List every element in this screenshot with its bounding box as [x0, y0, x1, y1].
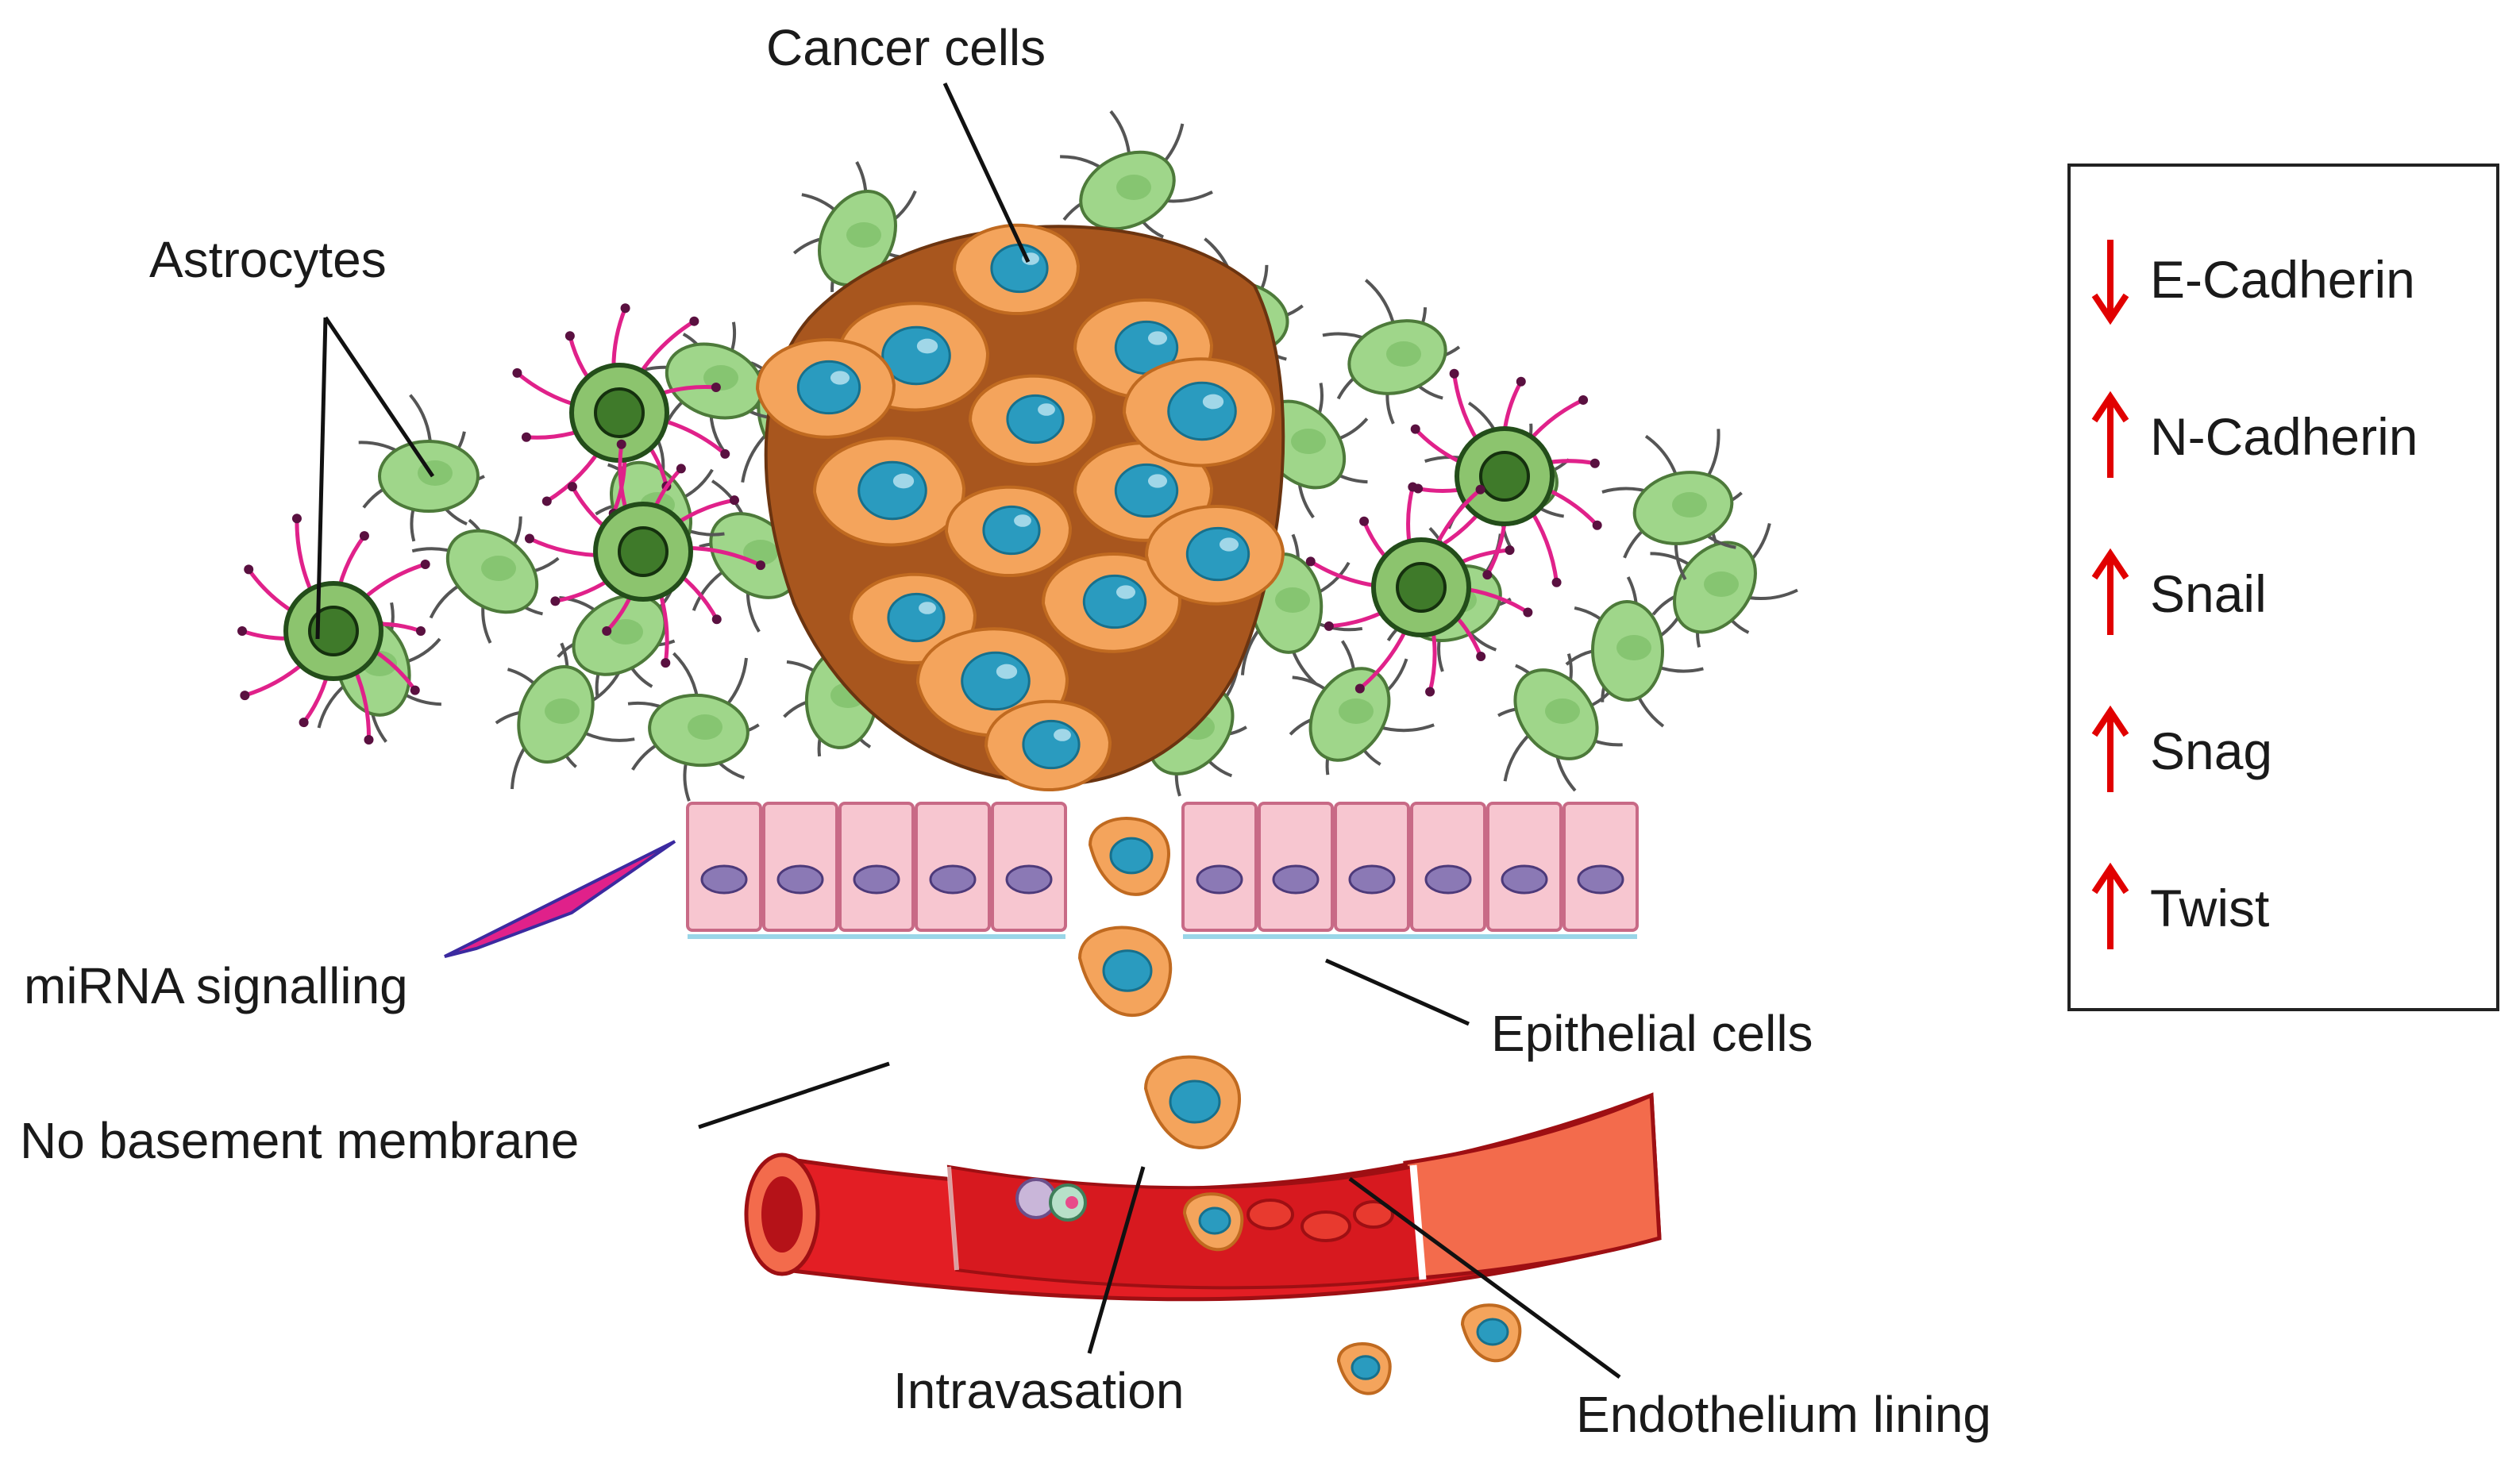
legend-row: E-Cadherin [2087, 232, 2415, 327]
cancer-cell [968, 374, 1096, 466]
astrocyte [1601, 429, 1743, 580]
migrating-cancer-cell [1088, 817, 1170, 896]
legend-row: N-Cadherin [2087, 389, 2418, 484]
leader-lines [315, 82, 1621, 1380]
legend-row: Snail [2087, 546, 2267, 641]
arrow-up-icon [2091, 862, 2129, 949]
astrocyte [627, 652, 760, 802]
epithelial-cell [915, 802, 991, 932]
astrocyte [1322, 279, 1461, 425]
label-cancer-cells: Cancer cells [766, 19, 1046, 76]
reactive-astrocyte [1410, 368, 1602, 587]
cancer-cells [755, 223, 1285, 791]
epithelial-cell [1410, 802, 1486, 932]
astrocyte [1497, 653, 1623, 792]
epithelial-cell [838, 802, 915, 932]
migrating-cancer-cell [1077, 925, 1173, 1017]
legend-label: N-Cadherin [2150, 407, 2418, 466]
legend-label: E-Cadherin [2150, 250, 2415, 309]
migrating-cancer-cell [1460, 1303, 1522, 1363]
astrocyte [411, 516, 560, 644]
arrow-up-icon [2091, 705, 2129, 792]
astrocyte [1060, 110, 1213, 254]
label-astrocytes: Astrocytes [149, 231, 387, 288]
astrocyte [495, 642, 635, 790]
legend-label: Twist [2150, 879, 2270, 937]
astrocyte [792, 161, 937, 317]
legend-row: Snag [2087, 703, 2272, 798]
label-mirna-signalling: miRNA signalling [24, 957, 408, 1014]
reactive-astrocytes [237, 303, 1602, 745]
arrow-up-icon [2091, 391, 2129, 478]
reactive-astrocyte [237, 514, 430, 745]
reactive-astrocyte [524, 439, 766, 668]
cancer-cell [944, 485, 1073, 577]
astrocyte [358, 394, 485, 542]
migrating-cancer-cell [1336, 1342, 1392, 1395]
epithelial-cell [1562, 802, 1639, 932]
label-no-basement-membrane: No basement membrane [20, 1112, 580, 1169]
cancer-cell [952, 223, 1081, 315]
legend-box: E-Cadherin N-Cadherin Snail Snag [2067, 164, 2499, 1011]
label-intravasation: Intravasation [893, 1362, 1185, 1419]
migrating-cancer-cells [1077, 817, 1522, 1395]
migrating-cancer-cell [1182, 1192, 1244, 1252]
arrow-up-icon [2091, 548, 2129, 635]
reactive-astrocyte [512, 303, 730, 518]
cancer-cell [1144, 505, 1285, 606]
epithelial-cell [1486, 802, 1562, 932]
cancer-cell [755, 338, 896, 439]
cancer-cell [1122, 357, 1276, 468]
epithelial-cell [991, 802, 1067, 932]
migrating-cancer-cell [1143, 1055, 1241, 1149]
astrocyte [1650, 509, 1798, 648]
cancer-cell [812, 437, 966, 547]
epithelial-cell [686, 802, 762, 932]
epithelial-cell [1181, 802, 1258, 932]
legend-label: Snail [2150, 564, 2267, 623]
epithelial-cell [1334, 802, 1410, 932]
epithelial-cell [1258, 802, 1334, 932]
cancer-cell [1041, 552, 1182, 653]
astrocyte [1565, 576, 1704, 728]
label-epithelial-cells: Epithelial cells [1491, 1005, 1813, 1062]
cancer-cell [984, 699, 1112, 791]
legend-row: Twist [2087, 860, 2269, 956]
legend-label: Snag [2150, 722, 2273, 780]
blood-cells [1015, 1178, 1394, 1242]
reactive-astrocyte [1305, 482, 1533, 697]
astrocyte [1289, 640, 1435, 775]
label-endothelium-lining: Endothelium lining [1576, 1386, 1991, 1443]
arrow-down-icon [2091, 240, 2129, 325]
astrocyte [557, 558, 679, 698]
epithelial-cell [762, 802, 838, 932]
epithelial-layer [686, 802, 1639, 939]
mirna-signal-wedge [444, 840, 676, 958]
